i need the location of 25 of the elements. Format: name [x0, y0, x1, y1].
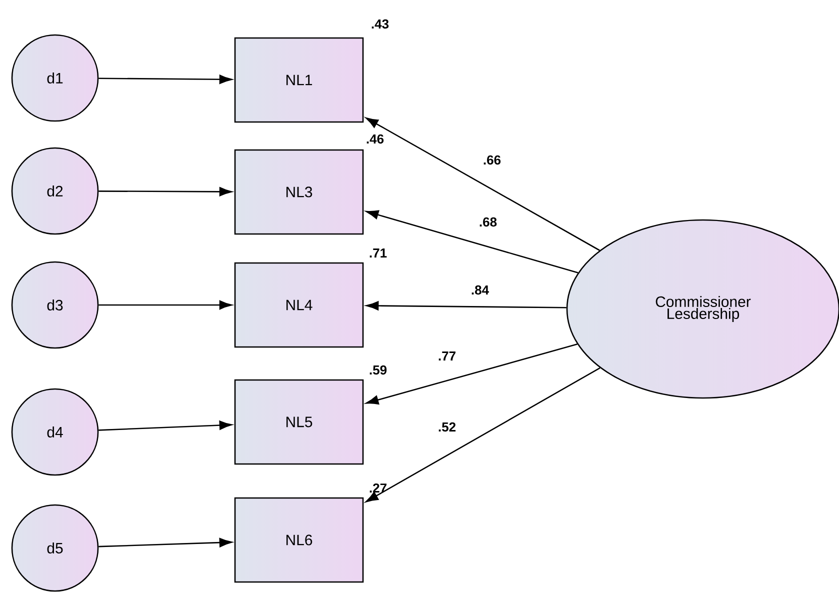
variable-box: NL1 [234, 37, 364, 123]
arrow [98, 420, 232, 431]
variable-box: NL5 [234, 379, 364, 465]
coefficient-label: .27 [370, 483, 386, 493]
arrow [98, 187, 232, 196]
arrow [98, 300, 232, 310]
edge-label: .52 [436, 421, 458, 433]
variable-box: NL6 [234, 497, 364, 583]
edge-label: .66 [482, 154, 502, 166]
variable-box: NL4 [234, 262, 364, 348]
edge-label: .77 [436, 350, 458, 362]
edge-label: .84 [470, 284, 490, 296]
coefficient-label: .43 [372, 19, 389, 29]
arrow [98, 538, 232, 548]
arrow [366, 301, 566, 310]
arrow [366, 344, 578, 404]
coefficient-label: .46 [366, 134, 384, 144]
arrow [98, 74, 232, 84]
arrow [366, 367, 600, 502]
arrow [366, 117, 600, 251]
coefficient-label: .71 [370, 248, 387, 258]
arrow [366, 210, 578, 274]
edge-label: .68 [478, 216, 498, 228]
variable-box: NL3 [234, 149, 364, 235]
coefficient-label: .59 [370, 365, 387, 375]
